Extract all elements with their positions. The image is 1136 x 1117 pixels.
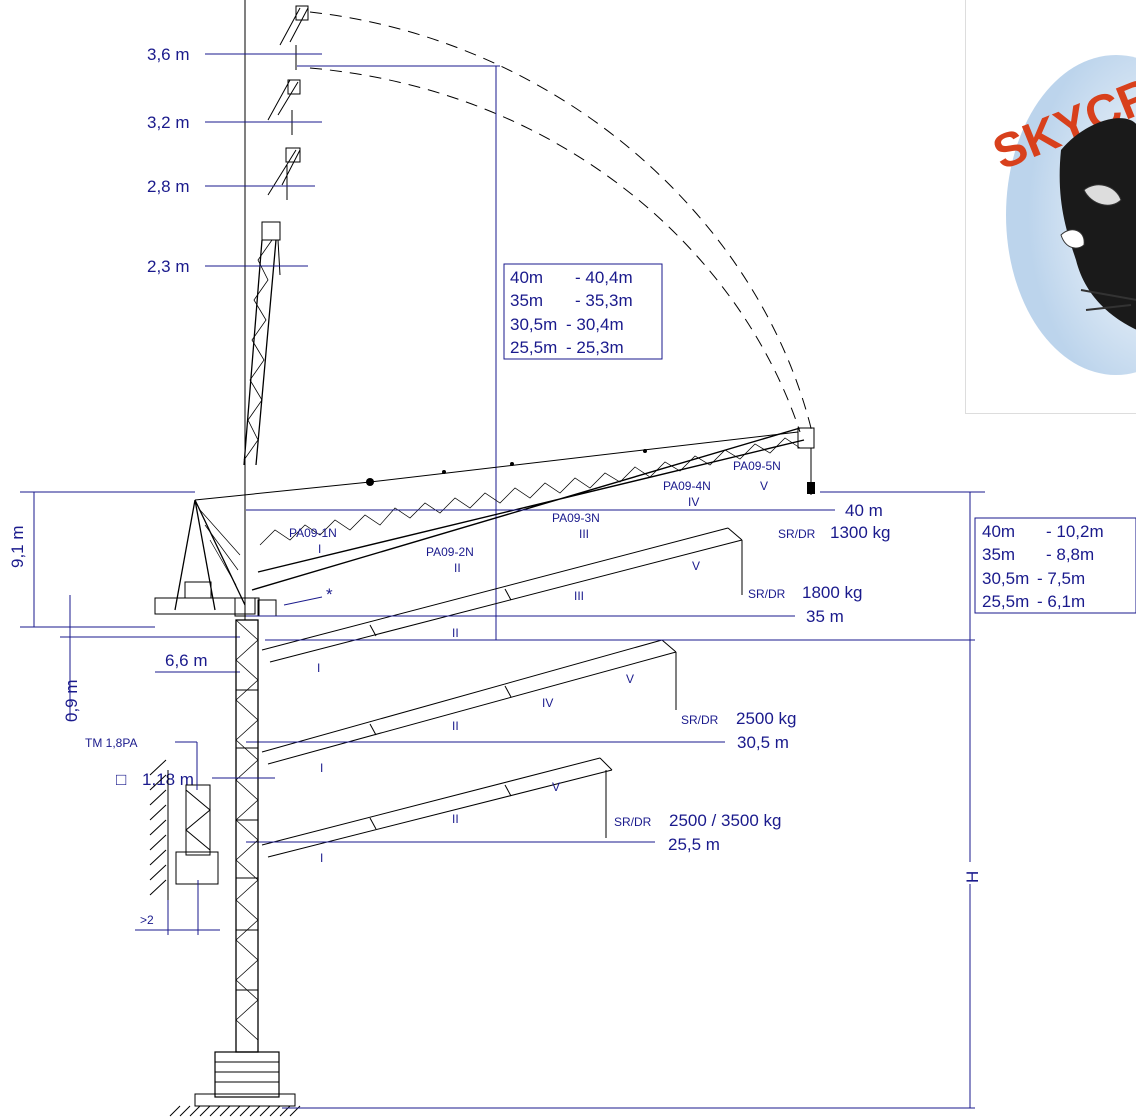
eagle-icon <box>1059 118 1136 330</box>
radius-30-label: 30,5 m <box>737 733 789 752</box>
clearance-label-2: 3,2 m <box>147 113 190 132</box>
label-30-r5: V <box>626 672 634 686</box>
tip-clearance-dims: 3,6 m 3,2 m 2,8 m 2,3 m <box>147 45 322 276</box>
label-30-r1: I <box>320 761 323 775</box>
raised-jib-positions <box>243 5 309 466</box>
hr-1-1: - 8,8m <box>1046 545 1094 564</box>
load-30-prefix: SR/DR <box>681 713 719 727</box>
tm-label: TM 1,8PA <box>85 736 137 750</box>
star-pointer <box>283 596 323 606</box>
dim-91-label: 9,1 m <box>8 525 27 568</box>
label-30-r4: IV <box>542 696 553 710</box>
load-35-prefix: SR/DR <box>748 587 786 601</box>
hl-1-1: - 35,3m <box>575 291 633 310</box>
label-pa4: PA09-4N <box>663 479 711 493</box>
H-label: H <box>963 871 982 883</box>
dim-09-label: 0,9 m <box>62 679 81 722</box>
hr-2-1: - 7,5m <box>1037 569 1085 588</box>
luffing-arc-outer <box>309 11 813 433</box>
label-pa1: PA09-1N <box>289 526 337 540</box>
tie-detail <box>135 741 220 935</box>
label-35-r2: II <box>452 626 459 640</box>
label-pa5: PA09-5N <box>733 459 781 473</box>
hl-2-1: - 30,4m <box>566 315 624 334</box>
jib-30-5 <box>261 639 677 765</box>
mast-box-symbol: □ <box>116 770 126 789</box>
load-30-value: 2500 kg <box>736 709 797 728</box>
label-35-r1: I <box>317 661 320 675</box>
hr-3-0: 25,5m <box>982 592 1029 611</box>
label-r5a: V <box>760 479 768 493</box>
label-r4a: IV <box>688 495 699 509</box>
label-r2a: II <box>454 561 461 575</box>
gt2-label: >2 <box>140 913 154 927</box>
hl-0-1: - 40,4m <box>575 268 633 287</box>
label-r1: I <box>318 542 321 556</box>
load-40-value: 1300 kg <box>830 523 891 542</box>
hl-3-1: - 25,3m <box>566 338 624 357</box>
label-35-r3: III <box>574 589 584 603</box>
radius-25-label: 25,5 m <box>668 835 720 854</box>
hl-1-0: 35m <box>510 291 543 310</box>
slewing-assembly <box>154 499 277 617</box>
luffing-arc-inner <box>309 67 801 433</box>
clearance-label-1: 3,6 m <box>147 45 190 64</box>
label-pa2: PA09-2N <box>426 545 474 559</box>
clearance-label-4: 2,3 m <box>147 257 190 276</box>
clearance-label-3: 2,8 m <box>147 177 190 196</box>
label-25-r1: I <box>320 851 323 865</box>
radius-40-label: 40 m <box>845 501 883 520</box>
hl-0-0: 40m <box>510 268 543 287</box>
hl-2-0: 30,5m <box>510 315 557 334</box>
section-labels: PA09-1N I PA09-2N II PA09-3N III PA09-4N… <box>289 459 781 575</box>
hr-0-0: 40m <box>982 522 1015 541</box>
hl-3-0: 25,5m <box>510 338 557 357</box>
load-25-value: 2500 / 3500 kg <box>669 811 781 830</box>
hr-3-1: - 6,1m <box>1037 592 1085 611</box>
star-note: * <box>326 585 333 604</box>
label-r3a: III <box>579 527 589 541</box>
load-25-prefix: SR/DR <box>614 815 652 829</box>
dim-66-label: 6,6 m <box>165 651 208 670</box>
load-35-value: 1800 kg <box>802 583 863 602</box>
radius-35-label: 35 m <box>806 607 844 626</box>
label-25-r2: II <box>452 812 459 826</box>
load-40-prefix: SR/DR <box>778 527 816 541</box>
label-35-r5: V <box>692 559 700 573</box>
label-pa3: PA09-3N <box>552 511 600 525</box>
hr-1-0: 35m <box>982 545 1015 564</box>
main-jib <box>194 427 815 591</box>
hr-0-1: - 10,2m <box>1046 522 1104 541</box>
hr-2-0: 30,5m <box>982 569 1029 588</box>
company-logo: SKYCR <box>965 0 1136 414</box>
tower-mast <box>169 619 301 1117</box>
jib-35 <box>261 527 743 663</box>
height-table-left: 40m - 40,4m 35m - 35,3m 30,5m - 30,4m 25… <box>503 263 663 360</box>
height-table-right: 40m - 10,2m 35m - 8,8m 30,5m - 7,5m 25,5… <box>974 517 1136 614</box>
label-30-r2: II <box>452 719 459 733</box>
label-25-r5: V <box>552 780 560 794</box>
